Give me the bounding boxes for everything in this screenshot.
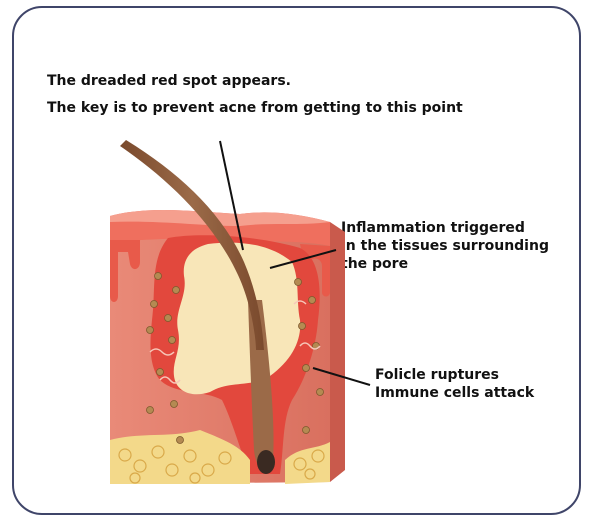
skin-block-side-face — [330, 222, 345, 482]
hair-bulb — [257, 450, 275, 474]
